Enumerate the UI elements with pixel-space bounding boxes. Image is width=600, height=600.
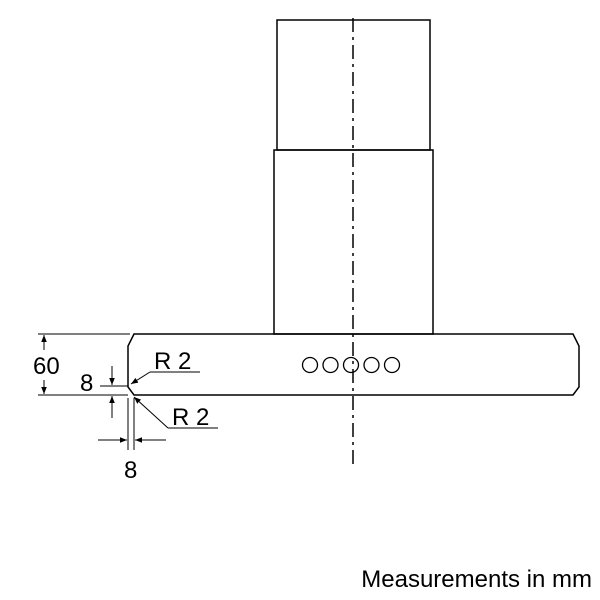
- dim-radius-top: R 2: [154, 348, 191, 375]
- hood-canopy: [127, 333, 580, 396]
- control-button-1: [301, 356, 319, 374]
- r2-bottom-leader: [133, 396, 169, 429]
- dim-height-edge: 8: [80, 370, 93, 397]
- dim-width-edge: 8: [124, 457, 137, 484]
- dim-radius-bottom: R 2: [172, 404, 209, 431]
- control-button-4: [363, 356, 380, 374]
- control-button-2: [322, 356, 339, 374]
- control-button-3: [342, 356, 360, 374]
- control-button-5: [383, 356, 401, 374]
- control-buttons: [301, 356, 401, 374]
- measurements-caption: Measurements in mm: [361, 566, 592, 593]
- dim-height-total: 60: [33, 353, 60, 380]
- r2-top-leader: [130, 371, 151, 385]
